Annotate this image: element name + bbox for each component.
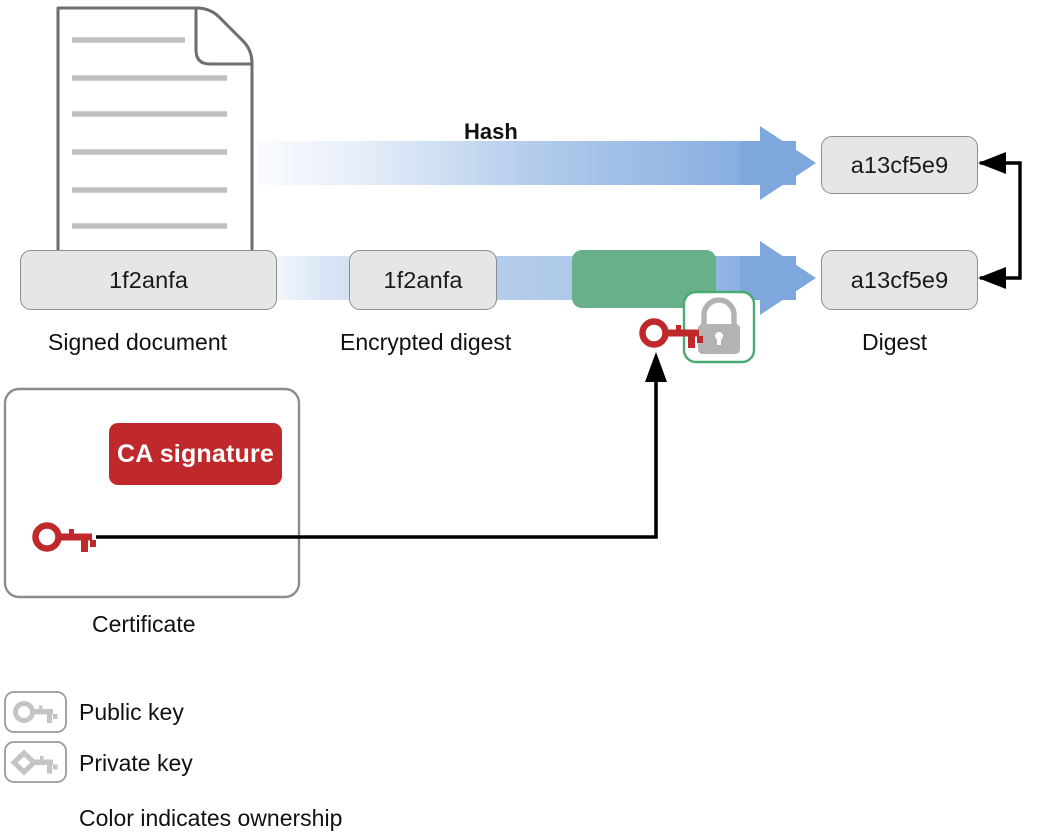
hash-arrow (258, 126, 816, 200)
legend-item-public-key-label: Public key (79, 699, 184, 725)
certificate-box (3, 387, 301, 599)
legend-private-key-icon (4, 741, 67, 783)
decrypt-block (572, 250, 716, 308)
digest-bottom-value: a13cf5e9 (821, 250, 978, 310)
lock-badge (682, 290, 756, 364)
decrypt-public-key-icon (639, 318, 703, 348)
lock-icon (698, 297, 740, 354)
signed-document-icon (56, 6, 254, 264)
digest-top-value: a13cf5e9 (821, 136, 978, 194)
document-lines (72, 37, 227, 229)
ca-signature-badge: CA signature (109, 423, 282, 485)
certificate-caption: Certificate (92, 611, 196, 637)
legend-item-private-key-label: Private key (79, 750, 193, 776)
signed-document-caption: Signed document (48, 329, 228, 355)
signed-document-value: 1f2anfa (20, 250, 277, 310)
encrypted-digest-value: 1f2anfa (349, 250, 497, 310)
digest-compare-connector (978, 152, 1022, 289)
certificate-key-arrow (96, 352, 667, 539)
encrypted-digest-caption: Encrypted digest (340, 329, 512, 355)
hash-label: Hash (464, 119, 518, 144)
digest-bottom-caption: Digest (862, 329, 928, 355)
legend-public-key-icon (4, 691, 67, 733)
certificate-public-key-icon (32, 522, 96, 552)
legend-ownership-note: Color indicates ownership (79, 805, 343, 831)
